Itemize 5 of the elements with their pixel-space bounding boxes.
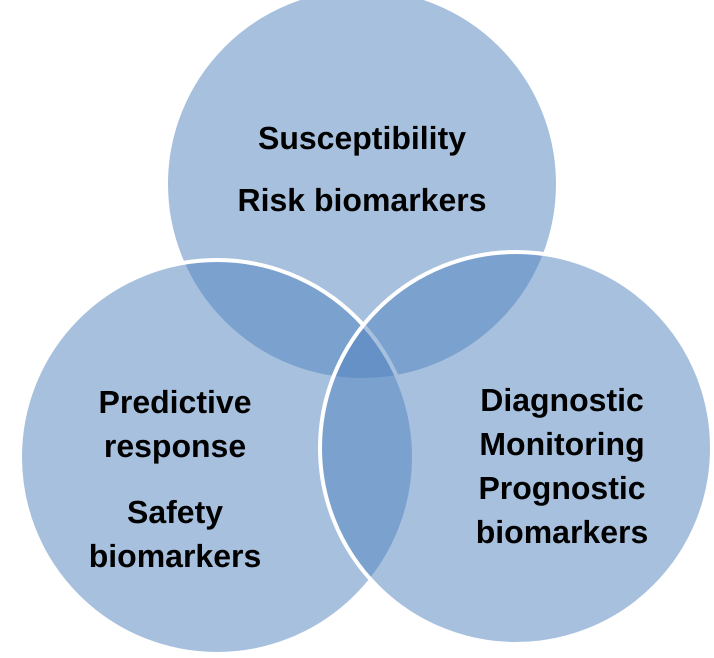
circle-label: Susceptibility [256,119,468,158]
circle-label: Safety biomarkers [88,493,262,576]
circle-label: Predictive response [98,383,252,466]
circle-label: Diagnostic Monitoring Prognostic biomarkers [474,381,650,552]
circle-label: Risk biomarkers [236,181,488,220]
